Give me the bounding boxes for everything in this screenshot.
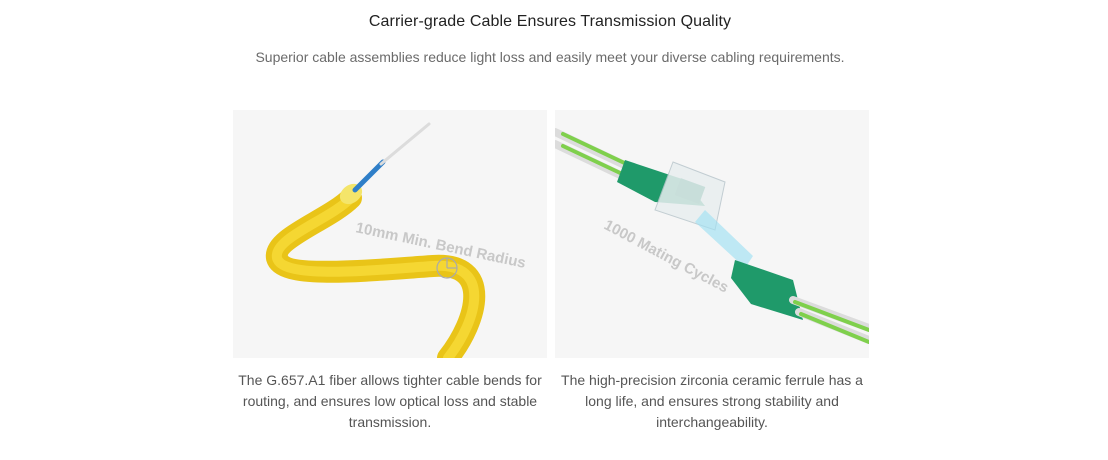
mating-cycles-image: 1000 Mating Cycles [555, 110, 869, 358]
bend-radius-card: 10mm Min. Bend Radius The G.657.A1 fiber… [233, 110, 547, 433]
mating-cycles-card: 1000 Mating Cycles The high-precision zi… [555, 110, 869, 433]
bend-radius-image: 10mm Min. Bend Radius [233, 110, 547, 358]
mating-cycles-caption: The high-precision zirconia ceramic ferr… [561, 372, 863, 430]
section-subtitle: Superior cable assemblies reduce light l… [255, 49, 845, 65]
section-title: Carrier-grade Cable Ensures Transmission… [368, 13, 732, 30]
bend-radius-caption: The G.657.A1 fiber allows tighter cable … [238, 372, 542, 430]
